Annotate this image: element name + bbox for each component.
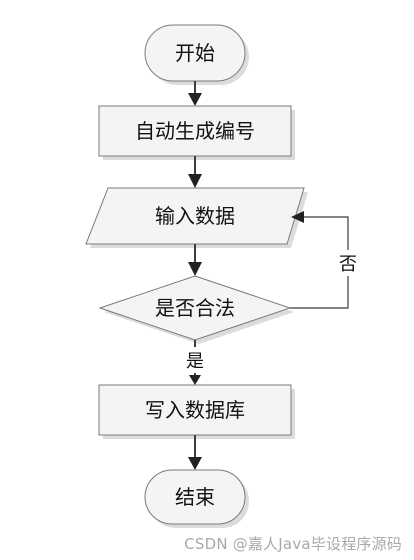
- edge-yes-to-write: 是: [184, 340, 206, 385]
- validity-decision-node-label: 是否合法: [155, 296, 235, 320]
- edge-autonumber-to-input: [188, 156, 202, 188]
- validity-decision-node: 是否合法: [98, 275, 294, 344]
- write-db-node-label: 写入数据库: [145, 398, 245, 422]
- yes-branch-label: 是: [186, 351, 204, 372]
- auto-number-node: 自动生成编号: [98, 105, 295, 160]
- edge-write-to-end: [188, 435, 202, 470]
- auto-number-node-label: 自动生成编号: [135, 119, 255, 143]
- edge-start-to-autonumber: [188, 81, 202, 106]
- end-node-label: 结束: [175, 485, 215, 509]
- input-data-node-label: 输入数据: [155, 204, 235, 228]
- start-node: 开始: [144, 24, 249, 85]
- edge-input-to-decision: [188, 244, 202, 276]
- edge-no-loop-back: 否: [290, 211, 358, 309]
- no-branch-label: 否: [339, 254, 357, 275]
- end-node: 结束: [144, 469, 249, 528]
- start-node-label: 开始: [175, 41, 215, 65]
- watermark-text: CSDN @嘉人Java毕设程序源码: [184, 535, 402, 553]
- write-db-node: 写入数据库: [98, 384, 295, 439]
- input-data-node: 输入数据: [85, 187, 308, 248]
